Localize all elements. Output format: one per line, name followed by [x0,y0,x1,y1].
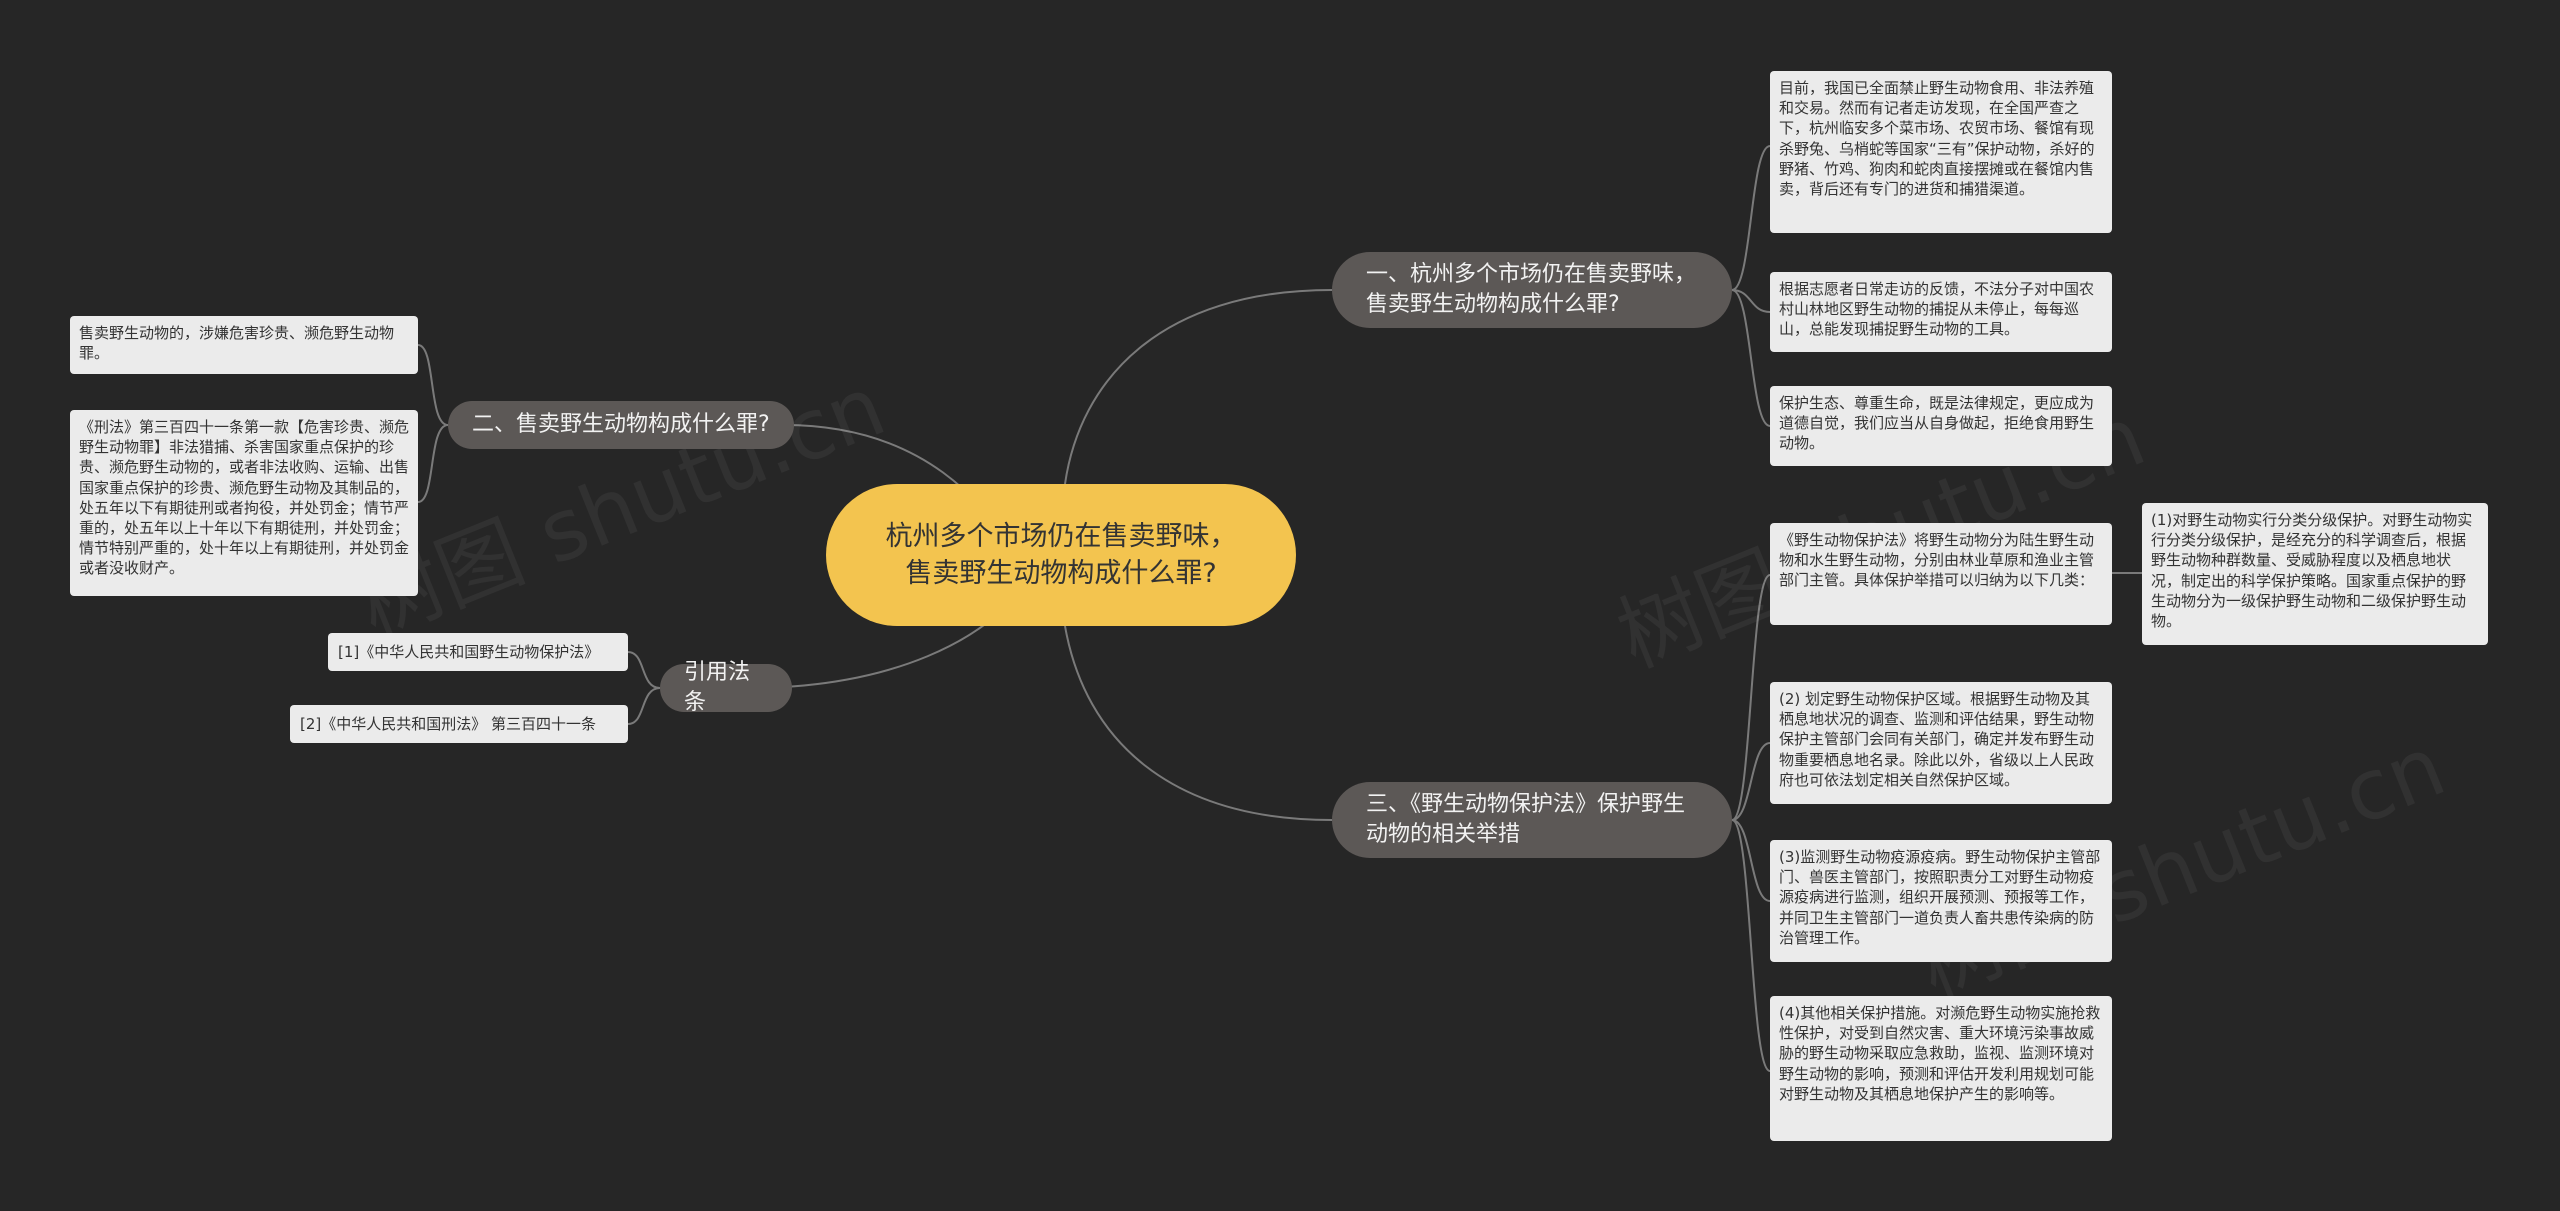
link-b3-leaf2 [627,687,661,725]
branch-cited-laws[interactable]: 引用法条 [660,660,792,715]
link-b3-leaf1 [627,651,661,689]
link-b1-leaf2 [1731,289,1771,313]
branch-crime-question[interactable]: 二、售卖野生动物构成什么罪? [448,401,794,449]
link-b2-leaf1 [417,344,449,426]
leaf-cited-law-1[interactable]: [1]《中华人民共和国野生动物保护法》 [328,633,628,671]
link-b4-leaf2 [1731,742,1771,821]
link-b1-leaf1 [1731,145,1771,291]
leaf-criminal-law-article[interactable]: 《刑法》第三百四十一条第一款【危害珍贵、濒危野生动物罪】非法猎捕、杀害国家重点保… [70,410,418,596]
leaf-reporter-findings[interactable]: 目前，我国已全面禁止野生动物食用、非法养殖和交易。然而有记者走访发现，在全国严查… [1770,71,2112,233]
leaf-cited-law-2[interactable]: [2]《中华人民共和国刑法》 第三百四十一条 [290,705,628,743]
leaf-protected-areas[interactable]: (2) 划定野生动物保护区域。根据野生动物及其栖息地状况的调查、监测和评估结果，… [1770,682,2112,804]
subleaf-classified-protection[interactable]: (1)对野生动物实行分类分级保护。对野生动物实行分类分级保护，是经充分的科学调查… [2142,503,2488,645]
branch-protection-measures[interactable]: 三、《野生动物保护法》保护野生动物的相关举措 [1332,782,1732,858]
central-topic[interactable]: 杭州多个市场仍在售卖野味，售卖野生动物构成什么罪? [826,484,1296,626]
leaf-disease-monitoring[interactable]: (3)监测野生动物疫源疫病。野生动物保护主管部门、兽医主管部门，按照职责分工对野… [1770,840,2112,962]
link-b4-leaf1 [1731,574,1771,821]
link-b1-leaf3 [1731,289,1771,427]
leaf-law-overview[interactable]: 《野生动物保护法》将野生动物分为陆生野生动物和水生野生动物，分别由林业草原和渔业… [1770,523,2112,625]
link-center-b4 [1064,625,1333,821]
link-center-b1 [1064,289,1333,485]
branch-market-wild-game[interactable]: 一、杭州多个市场仍在售卖野味，售卖野生动物构成什么罪? [1332,252,1732,328]
leaf-other-measures[interactable]: (4)其他相关保护措施。对濒危野生动物实施抢救性保护，对受到自然灾害、重大环境污… [1770,996,2112,1141]
leaf-volunteer-feedback[interactable]: 根据志愿者日常走访的反馈，不法分子对中国农村山林地区野生动物的捕捉从未停止，每每… [1770,272,2112,352]
link-b2-leaf2 [417,424,449,503]
link-b4-leaf4 [1731,819,1771,1072]
leaf-ethics-advice[interactable]: 保护生态、尊重生命，既是法律规定，更应成为道德自觉，我们应当从自身做起，拒绝食用… [1770,386,2112,466]
leaf-crime-summary[interactable]: 售卖野生动物的，涉嫌危害珍贵、濒危野生动物罪。 [70,316,418,374]
link-b4-leaf3 [1731,819,1771,902]
